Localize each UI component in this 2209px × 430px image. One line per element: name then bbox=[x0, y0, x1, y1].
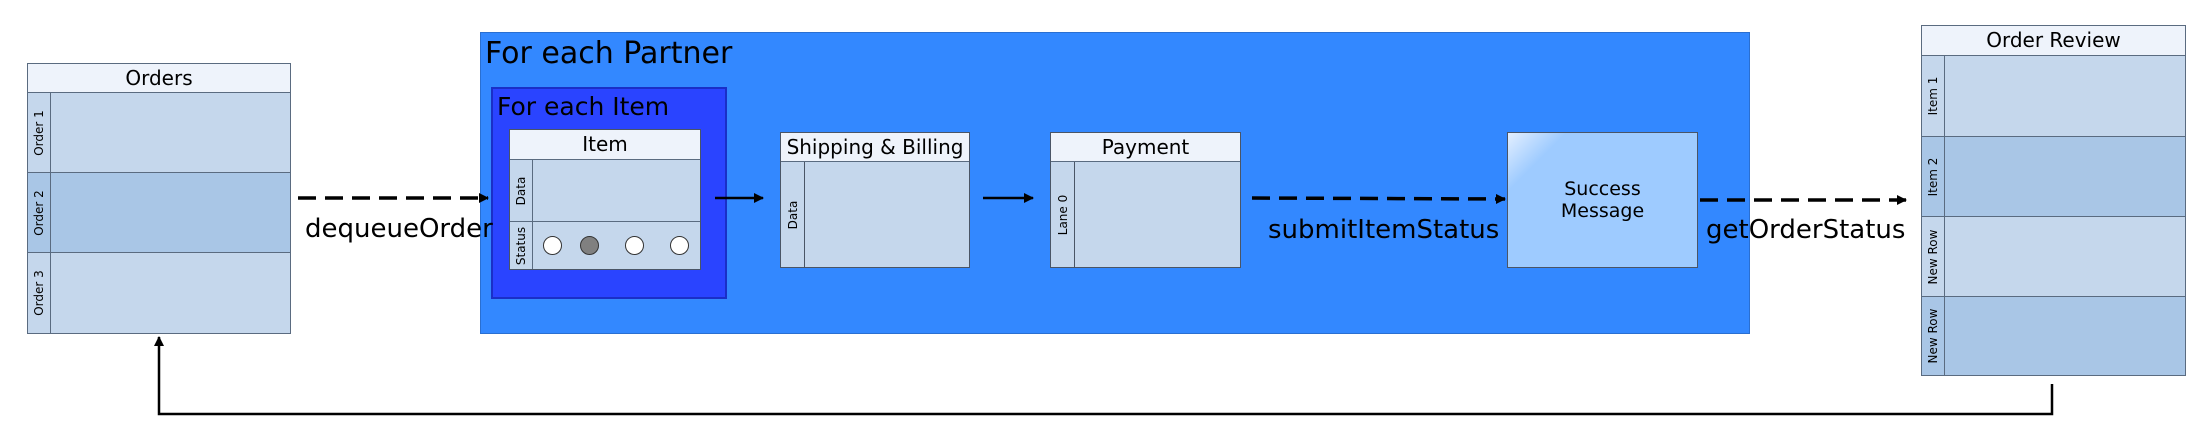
review-to-orders-edge[interactable] bbox=[154, 336, 2054, 416]
get-order-status-label: getOrderStatus bbox=[1706, 215, 1906, 245]
status-dot-empty[interactable] bbox=[625, 236, 644, 255]
status-dot-empty[interactable] bbox=[670, 236, 689, 255]
table-row[interactable]: Item 1 bbox=[1922, 56, 2185, 136]
item-pool[interactable]: Item Data Status bbox=[509, 129, 701, 270]
shipping-pool-title: Shipping & Billing bbox=[781, 133, 969, 162]
table-row[interactable]: Order 2 bbox=[28, 172, 290, 253]
table-row[interactable]: Item 2 bbox=[1922, 136, 2185, 217]
success-message-text: Success Message bbox=[1560, 178, 1645, 222]
status-dot-empty[interactable] bbox=[543, 236, 562, 255]
status-dot-filled[interactable] bbox=[580, 236, 599, 255]
orders-table[interactable]: Orders Order 1 Order 2 Order 3 bbox=[27, 63, 291, 334]
dequeue-order-label: dequeueOrder bbox=[305, 214, 493, 244]
payment-pool[interactable]: Payment Lane 0 bbox=[1050, 132, 1241, 268]
shipping-billing-pool[interactable]: Shipping & Billing Data bbox=[780, 132, 970, 268]
order-review-title: Order Review bbox=[1922, 26, 2185, 56]
order-review-table[interactable]: Order Review Item 1 Item 2 New Row New R… bbox=[1921, 25, 2186, 376]
table-row[interactable]: New Row bbox=[1922, 296, 2185, 375]
item-data-lane[interactable]: Data bbox=[510, 160, 700, 221]
submit-item-status-edge[interactable] bbox=[1251, 193, 1506, 204]
table-row[interactable]: Order 3 bbox=[28, 252, 290, 333]
payment-pool-title: Payment bbox=[1051, 133, 1240, 162]
table-row[interactable]: New Row bbox=[1922, 216, 2185, 297]
item-pool-title: Item bbox=[510, 130, 700, 160]
item-status-lane[interactable]: Status bbox=[510, 221, 700, 269]
item-loop-title: For each Item bbox=[497, 92, 670, 121]
partner-loop-title: For each Partner bbox=[485, 36, 733, 71]
orders-table-title: Orders bbox=[28, 64, 290, 93]
success-message-node[interactable]: Success Message bbox=[1507, 132, 1698, 268]
table-row[interactable]: Order 1 bbox=[28, 93, 290, 172]
submit-item-status-label: submitItemStatus bbox=[1268, 215, 1500, 245]
